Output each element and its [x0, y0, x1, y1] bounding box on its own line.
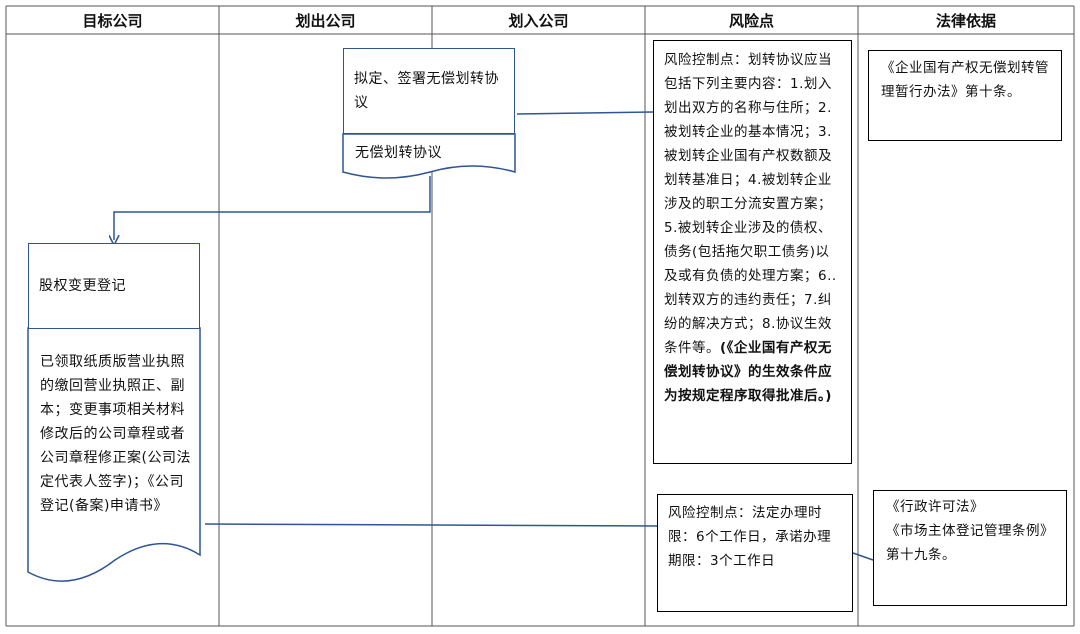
risk-control-box-2: 风险控制点：法定办理时限：6个工作日，承诺办理期限：3个工作日 [657, 494, 853, 612]
column-header-transfer-in: 划入公司 [508, 11, 569, 30]
connector-risk1 [516, 111, 654, 115]
column-header-legal: 法律依据 [935, 11, 996, 30]
agreement-doc-shape [342, 133, 516, 179]
draft-agreement-node: 拟定、签署无偿划转协议 [343, 48, 515, 134]
column-header-transfer-out: 划出公司 [295, 11, 356, 30]
legal-basis-box-1: 《企业国有产权无偿划转管理暂行办法》第十条。 [868, 50, 1062, 141]
risk-control-box-1: 风险控制点：划转协议应当包括下列主要内容：1.划入划出双方的名称与住所；2.被划… [653, 40, 852, 464]
legal1-text: 《企业国有产权无偿划转管理暂行办法》第十条。 [881, 60, 1049, 100]
equity-change-node: 股权变更登记 [28, 243, 200, 329]
risk1-bold-text: (《企业国有产权无偿划转协议》的生效条件应为按规定程序取得批准后。) [664, 340, 832, 404]
legal-basis-box-2: 《行政许可法》 《市场主体登记管理条例》第十九条。 [873, 490, 1067, 606]
equity-docs-label: 已领取纸质版营业执照的缴回营业执照正、副本；变更事项相关材料修改后的公司章程或者… [40, 354, 191, 514]
connector-risk2 [204, 523, 658, 527]
draft-agreement-label: 拟定、签署无偿划转协议 [354, 71, 499, 111]
equity-change-label: 股权变更登记 [39, 278, 126, 294]
equity-docs-shape [27, 327, 201, 582]
connector-to-equity [114, 176, 431, 240]
legal2-line2: 《市场主体登记管理条例》第十九条。 [886, 523, 1054, 563]
column-header-target: 目标公司 [82, 11, 143, 30]
agreement-doc-label: 无偿划转协议 [355, 145, 442, 161]
connector-legal2 [852, 552, 874, 561]
legal2-line1: 《行政许可法》 [886, 499, 984, 515]
column-header-risk: 风险点 [728, 11, 774, 30]
risk2-text: 风险控制点：法定办理时限：6个工作日，承诺办理期限：3个工作日 [668, 505, 832, 569]
risk1-text: 风险控制点：划转协议应当包括下列主要内容：1.划入划出双方的名称与住所；2.被划… [664, 52, 837, 356]
